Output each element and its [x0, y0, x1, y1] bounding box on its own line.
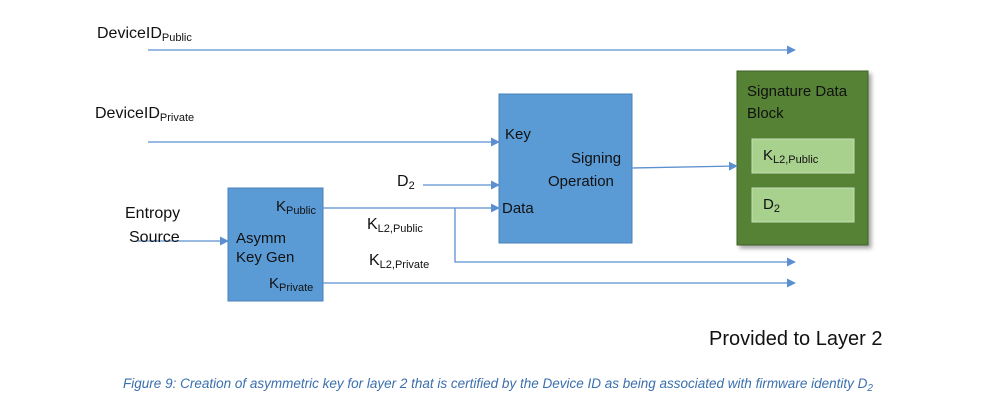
signing-op-line1: Signing: [571, 150, 621, 167]
signature-item-d2: D2: [763, 196, 780, 215]
deviceid-public-label: DeviceIDPublic: [97, 25, 192, 44]
kl2-public-edge-label: KL2,Public: [367, 216, 423, 235]
signature-item-kl2-public-box: [751, 138, 855, 174]
kl2-private-edge-label: KL2,Private: [369, 252, 429, 271]
kl2-public-output-arrow: [454, 208, 796, 267]
signing-operation-box: [498, 93, 633, 244]
signing-output-arrow: [631, 161, 738, 171]
signature-block-title-line1: Signature Data: [747, 83, 848, 100]
signing-op-line2: Operation: [548, 173, 614, 190]
kpublic-label: KPublic: [276, 198, 316, 217]
entropy-label-line1: Entropy: [125, 205, 180, 222]
signature-item-d2-box: [751, 187, 855, 223]
keygen-line1: Asymm: [236, 230, 286, 247]
keygen-line2: Key Gen: [236, 249, 294, 266]
signature-item-kl2-public: KL2,Public: [763, 147, 819, 166]
figure-caption: Figure 9: Creation of asymmetric key for…: [123, 376, 873, 394]
signing-key-input-label: Key: [505, 126, 531, 143]
kprivate-label: KPrivate: [269, 275, 313, 294]
entropy-label-line2: Source: [129, 229, 180, 246]
deviceid-private-label: DeviceIDPrivate: [95, 105, 194, 124]
asymm-key-gen-box: [227, 187, 324, 302]
provided-to-layer2-label: Provided to Layer 2: [709, 328, 882, 350]
signing-data-input-label: Data: [502, 200, 534, 217]
signature-block-title-line2: Block: [747, 105, 784, 122]
d2-label: D2: [397, 173, 415, 192]
